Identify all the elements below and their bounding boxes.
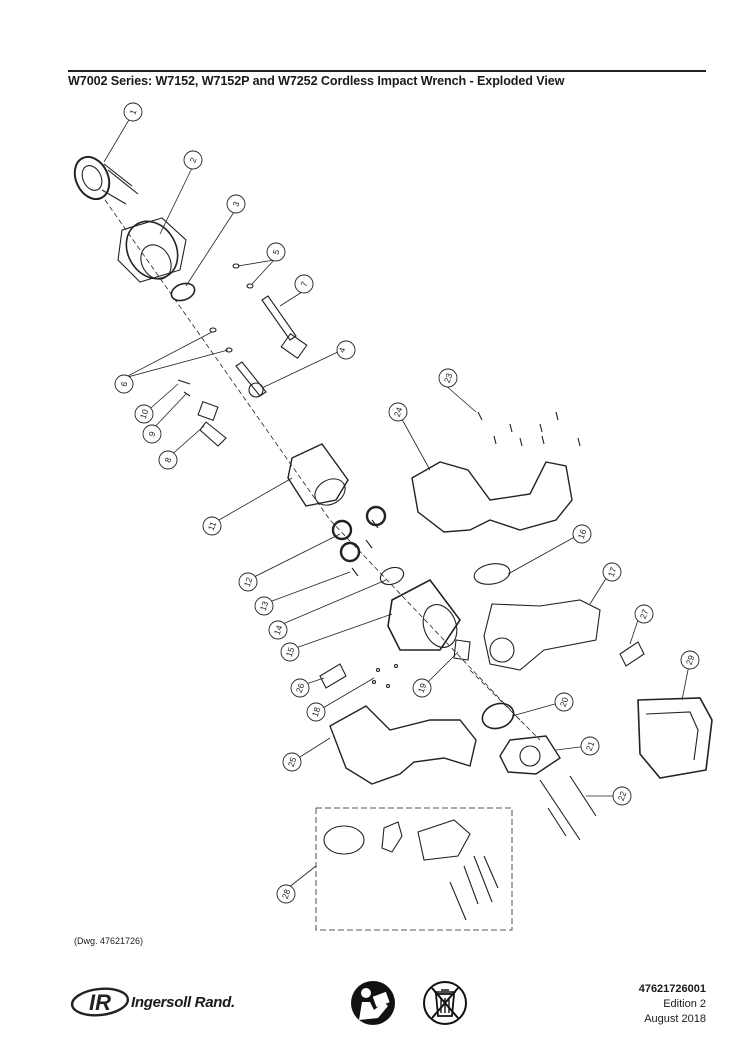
- callout-21: 21: [584, 740, 597, 753]
- part-switch: [483, 599, 601, 671]
- callout-11: 11: [206, 520, 219, 532]
- callout-12: 12: [242, 576, 255, 589]
- drawing-reference: (Dwg. 47621726): [74, 936, 144, 946]
- callout-22: 22: [616, 790, 629, 803]
- read-manual-icon: [351, 981, 395, 1025]
- part-housing-right: [411, 461, 573, 533]
- callout-6: 6: [118, 380, 129, 388]
- no-trash-bin-icon: [423, 981, 467, 1025]
- edition: Edition 2: [663, 998, 706, 1010]
- callout-19: 19: [416, 682, 429, 695]
- part-nose-housing: [117, 217, 187, 283]
- callout-17: 17: [606, 566, 619, 579]
- callout-13: 13: [258, 600, 271, 613]
- callout-10: 10: [138, 408, 151, 421]
- callout-7: 7: [298, 280, 309, 288]
- part-hammer-case: [287, 443, 349, 507]
- date: August 2018: [644, 1013, 706, 1025]
- callout-2: 2: [187, 156, 198, 164]
- callout-15: 15: [284, 646, 297, 659]
- callout-25: 25: [286, 756, 299, 769]
- ir-logo-mark: IR: [70, 987, 130, 1017]
- callout-16: 16: [576, 528, 589, 541]
- callout-26: 26: [294, 682, 307, 695]
- callout-20: 20: [558, 696, 571, 709]
- callout-8: 8: [162, 456, 173, 464]
- part-battery: [637, 697, 713, 779]
- part-anvil: [261, 295, 308, 360]
- callout-5: 5: [270, 248, 281, 256]
- svg-text:IR: IR: [89, 990, 111, 1015]
- callout-29: 29: [684, 654, 697, 667]
- header-rule: [68, 70, 706, 72]
- callout-18: 18: [310, 706, 323, 719]
- callout-27: 27: [638, 608, 651, 621]
- part-washer: [170, 282, 196, 302]
- part-end-cap: [499, 735, 561, 775]
- part-motor: [387, 578, 461, 651]
- brand-name: Ingersoll Rand.: [131, 994, 235, 1011]
- callout-14: 14: [272, 624, 285, 637]
- page-title: W7002 Series: W7152, W7152P and W7252 Co…: [68, 74, 565, 88]
- callout-23: 23: [442, 372, 455, 385]
- callout-1: 1: [127, 108, 138, 116]
- callout-4: 4: [336, 346, 347, 354]
- part-4: [235, 361, 267, 398]
- part-bumper: [73, 155, 139, 205]
- part-housing-left: [329, 705, 477, 785]
- part-number: 47621726001: [638, 983, 706, 995]
- callout-9: 9: [146, 430, 157, 438]
- callout-28: 28: [280, 888, 293, 901]
- callout-3: 3: [230, 200, 241, 208]
- document-info: 47621726001 Edition 2 August 2018: [639, 982, 706, 1027]
- callout-24: 24: [392, 406, 405, 419]
